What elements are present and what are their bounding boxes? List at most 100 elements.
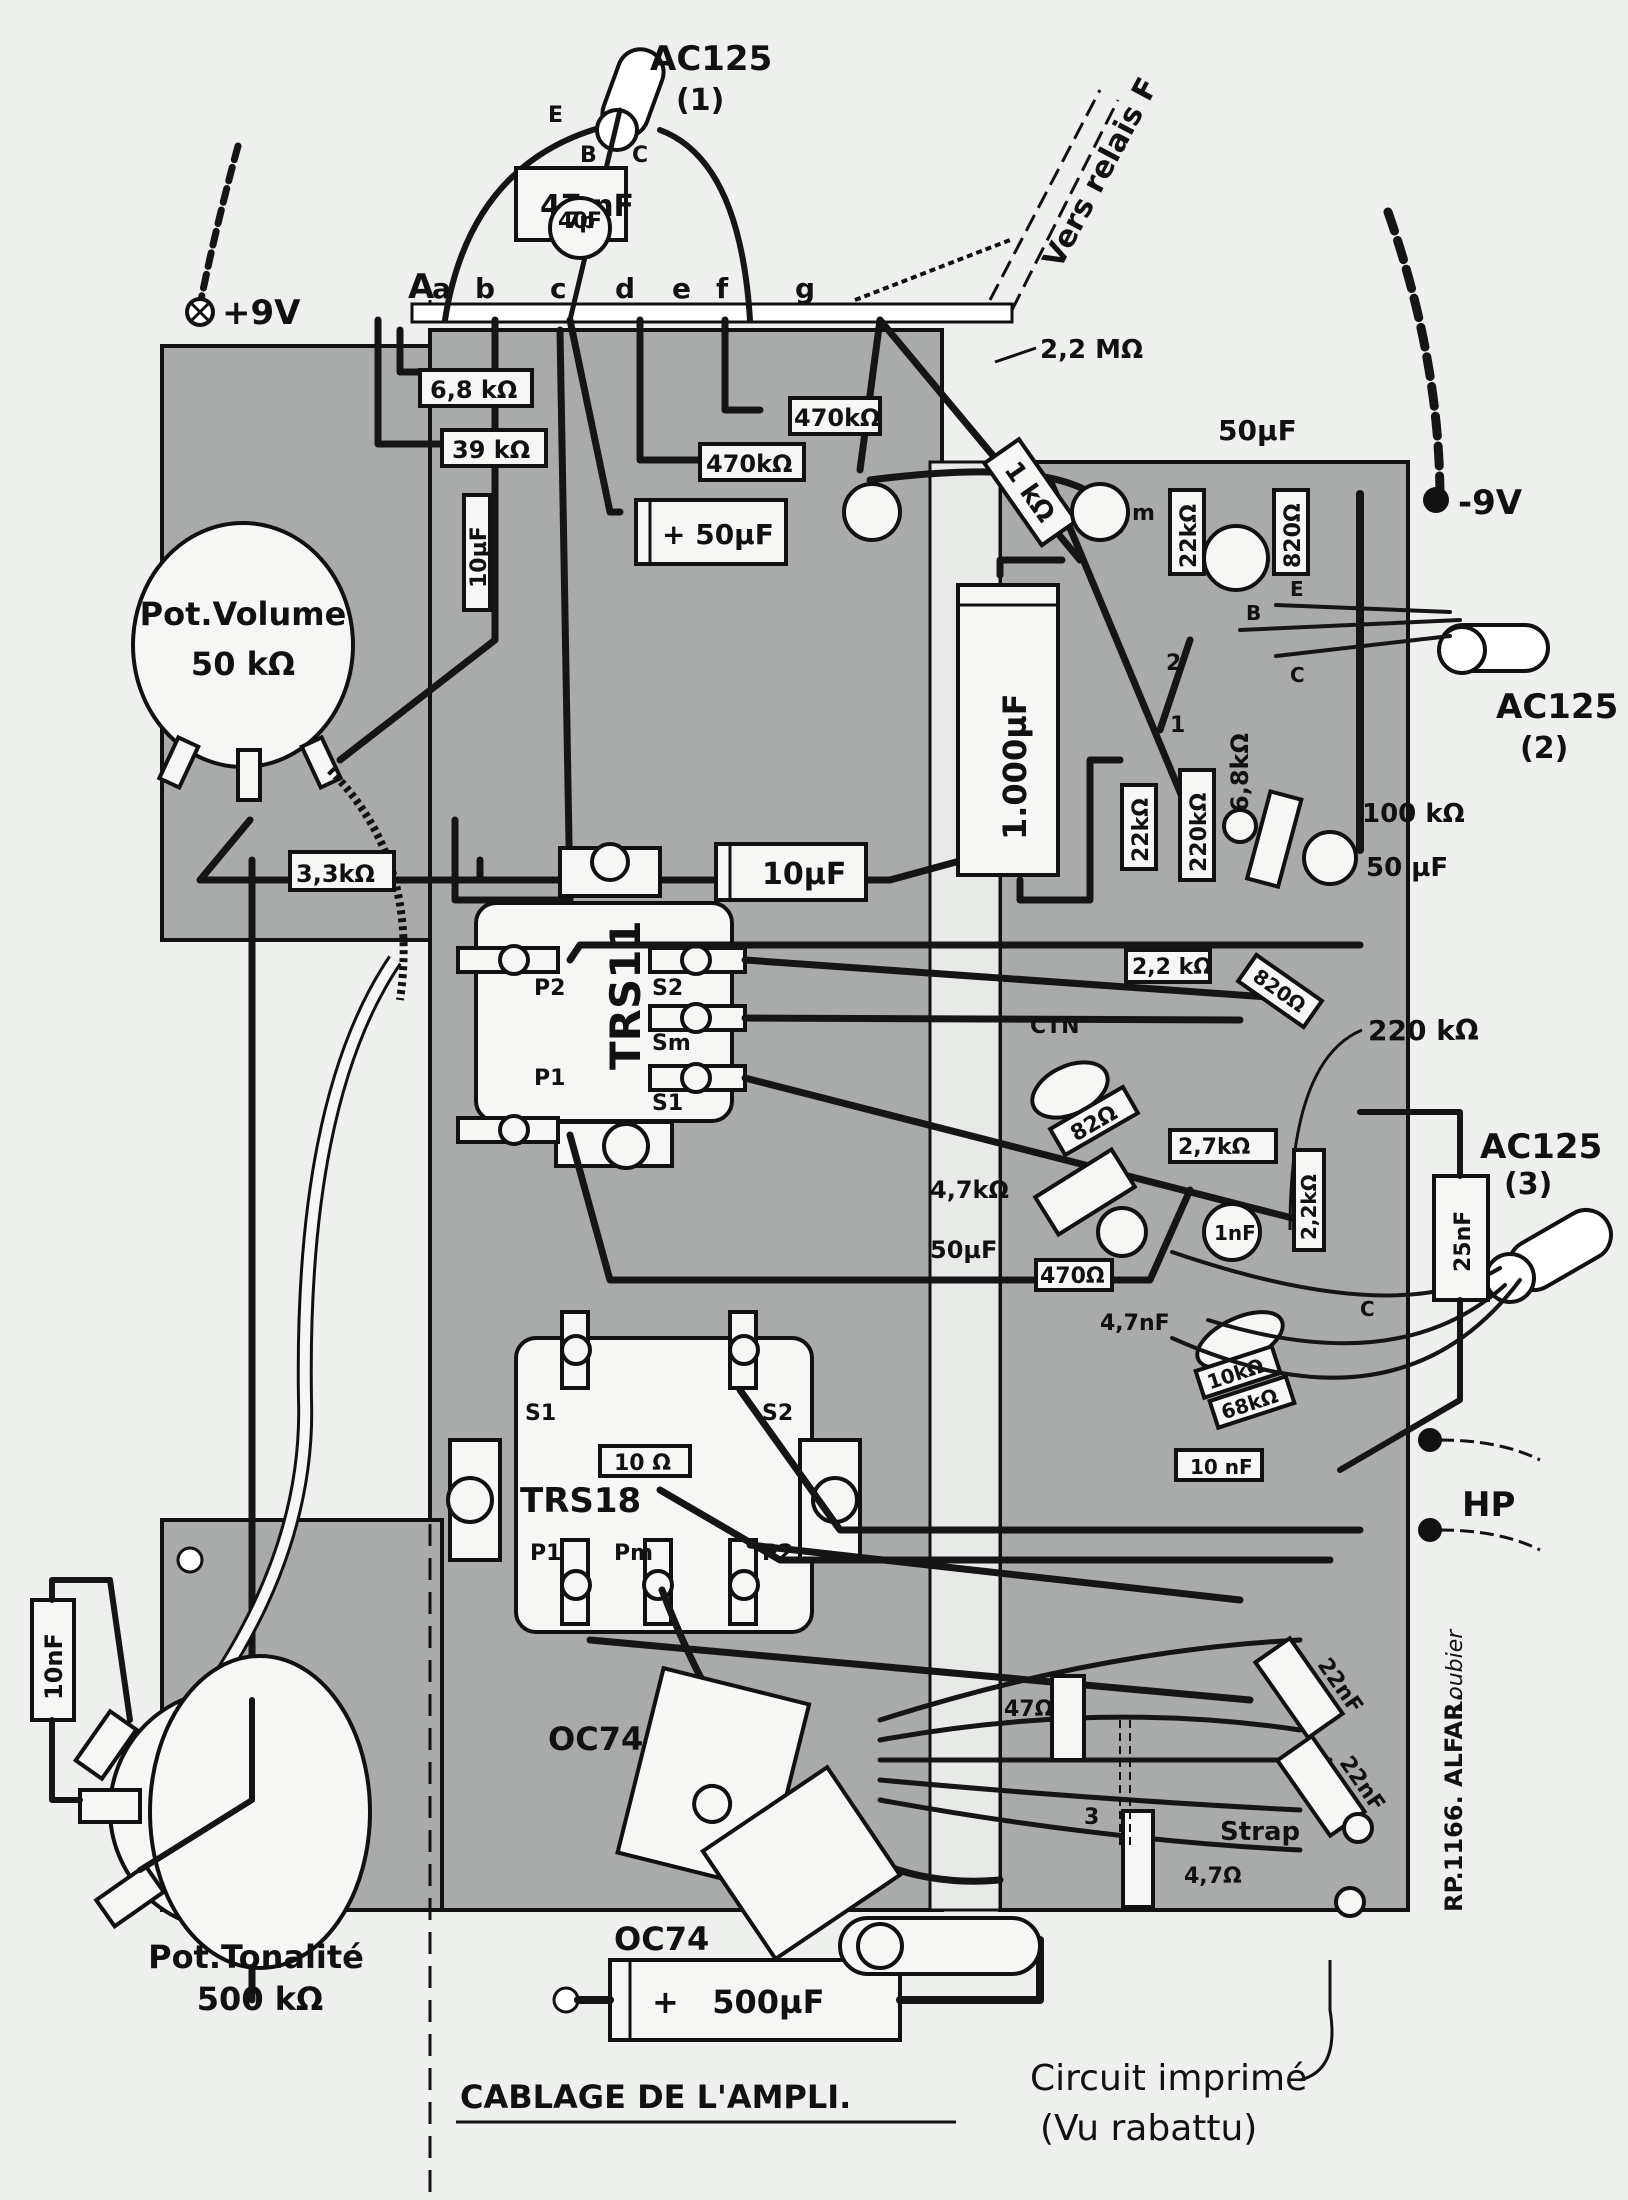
credit-text: RP.1166. ALFAR.: [1440, 1693, 1468, 1912]
resistor-10-ohm: 10 Ω: [598, 1444, 692, 1478]
trs11-pin-s2: S2: [652, 976, 683, 1001]
transistor-oc74-lower: [700, 1764, 903, 1962]
pin-b: B: [1246, 601, 1261, 625]
trs11-pin-sm: Sm: [652, 1031, 691, 1056]
trs18-wiring: [586, 1386, 1364, 1885]
resistor-3k3: 3,3kΩ: [288, 850, 396, 892]
resistor-470k-a: 470kΩ: [788, 396, 882, 436]
pin-b: B: [580, 143, 597, 168]
c-10nf-left-label: 10nF: [40, 1633, 68, 1700]
c-1000uf-label: 1.000µF: [996, 693, 1034, 840]
r-4k7-label: 4,7kΩ: [930, 1176, 1009, 1204]
trs11-wiring: [566, 941, 1364, 1284]
c-50uf-axial-label: + 50µF: [662, 518, 774, 551]
r-220k-label: 220kΩ: [1187, 792, 1212, 872]
oc74-upper-label: OC74: [548, 1720, 643, 1758]
r-3k3-label: 3,3kΩ: [296, 860, 375, 888]
pot-volume-value: 50 kΩ: [191, 645, 295, 683]
capacitor-50uf-axial: + 50µF: [634, 498, 788, 566]
trs11-pin-p1: P1: [534, 1066, 565, 1091]
r-2k7-label: 2,7kΩ: [1178, 1135, 1251, 1160]
c-50uf-r-label: 50 µF: [1366, 853, 1448, 883]
c-10nf-r-label: 10 nF: [1190, 1455, 1253, 1479]
lug-a: a: [432, 272, 451, 305]
ctn-label: CTN: [1030, 1014, 1080, 1039]
capacitor-10nf-left: 10nF: [30, 1577, 133, 1803]
ac125-1-name: AC125: [650, 39, 772, 79]
minus-9v-label: -9V: [1458, 483, 1523, 523]
shielded-cable: [185, 957, 400, 1723]
mounting-eyelet: [856, 1922, 904, 1970]
pot-tone-value: 500 kΩ: [197, 1980, 323, 2018]
r-10-label: 10 Ω: [614, 1451, 671, 1476]
pin-c: C: [1290, 663, 1305, 687]
lug-g: g: [795, 272, 815, 305]
capacitor-1000uf: [956, 583, 1060, 877]
trs18-pin-s2: S2: [762, 1401, 793, 1426]
r-22k-b-label: 22kΩ: [1129, 798, 1154, 862]
point-1: 1: [1170, 713, 1185, 738]
mounting-eyelet: [1070, 482, 1130, 542]
transistor-ac125-3: AC125 (3): [1170, 1127, 1613, 1380]
r-47-label: 47Ω: [1004, 1697, 1054, 1722]
r-820-top-label: 820Ω: [1281, 503, 1306, 568]
pcb-components: 1.000µF 22kΩ 50µF 820Ω 22kΩ 220kΩ 6,8kΩ …: [930, 414, 1479, 1918]
trs11-pin-s1: S1: [652, 1091, 683, 1116]
pin-e: E: [548, 103, 563, 128]
pcb-note-line1: Circuit imprimé: [1030, 2058, 1307, 2099]
ac125-2-index: (2): [1520, 731, 1568, 766]
diagram-title: CABLAGE DE L'AMPLI.: [460, 2078, 851, 2116]
pot-volume-name: Pot.Volume: [140, 595, 347, 633]
c-4n7-label: 4,7nF: [1100, 1311, 1170, 1336]
pin-c: C: [1360, 1297, 1375, 1321]
r-4r7-label: 4,7Ω: [1184, 1864, 1242, 1889]
c-470pf-label: 470 pF: [558, 209, 602, 234]
speaker-hp: HP: [1418, 1428, 1541, 1552]
pin-e: E: [1290, 577, 1304, 601]
resistor-6k8: 6,8 kΩ: [418, 368, 534, 408]
ac125-1-index: (1): [676, 83, 724, 118]
c-25nf-label: 25nF: [1451, 1211, 1476, 1272]
pot-volume: Pot.Volume 50 kΩ: [131, 521, 355, 802]
c-10uf-h-label: 10µF: [762, 857, 846, 892]
trs18-pin-s1: S1: [525, 1401, 556, 1426]
c-500uf-label: + 500µF: [652, 1983, 824, 2021]
point-2: 2: [1166, 651, 1181, 676]
oc74-lower-label: OC74: [614, 1920, 709, 1958]
lug-b: b: [475, 272, 495, 305]
r-470k-a-label: 470kΩ: [794, 404, 880, 432]
resistor-2m2-callout: 2,2 MΩ: [994, 335, 1143, 365]
hp-label: HP: [1462, 1485, 1515, 1525]
strap-label: Strap: [1220, 1817, 1300, 1847]
trs18-pin-p1: P1: [530, 1541, 561, 1566]
lug-f: f: [716, 272, 729, 305]
mounting-eyelet: [590, 842, 630, 882]
capacitor-10uf-horizontal: 10µF: [714, 842, 868, 902]
trs11-pin-p2: P2: [534, 976, 565, 1001]
ac125-3-index: (3): [1504, 1167, 1552, 1202]
capacitor-25nf: 25nF: [1337, 1109, 1490, 1473]
ac125-2-name: AC125: [1496, 687, 1618, 727]
signature: Loubier: [1443, 1628, 1468, 1712]
c-10uf-v-label: 10µF: [467, 526, 492, 588]
r-2m2-label: 2,2 MΩ: [1040, 335, 1143, 365]
r-2k2-v-label: 2,2kΩ: [1297, 1174, 1321, 1240]
r-2k2-h-label: 2,2 kΩ: [1132, 955, 1212, 980]
ac125-3-name: AC125: [1480, 1127, 1602, 1167]
resistor-39k: 39 kΩ: [440, 428, 548, 468]
minus-9v-terminal: -9V: [1383, 207, 1523, 523]
plus-9v-label: +9V: [222, 293, 301, 333]
pot-tone: Pot.Tonalité 500 kΩ: [72, 1654, 372, 2018]
r-22k-top-label: 22kΩ: [1177, 504, 1202, 568]
capacitor-470pf: 470 pF: [548, 196, 612, 260]
r-220k-r-label: 220 kΩ: [1368, 1014, 1479, 1047]
capacitor-500uf: + 500µF: [552, 1936, 1044, 2042]
relay-leads: Vers relais F: [854, 72, 1166, 311]
r-470k-b-label: 470kΩ: [706, 450, 792, 478]
c-1nf-label: 1nF: [1214, 1221, 1256, 1245]
trs18-name: TRS18: [520, 1481, 641, 1521]
mounting-eyelet: [842, 482, 902, 542]
ground-terminal-icon: [176, 1546, 204, 1574]
strip-label: A: [408, 267, 435, 307]
resistor-470k-b: 470kΩ: [698, 442, 806, 482]
